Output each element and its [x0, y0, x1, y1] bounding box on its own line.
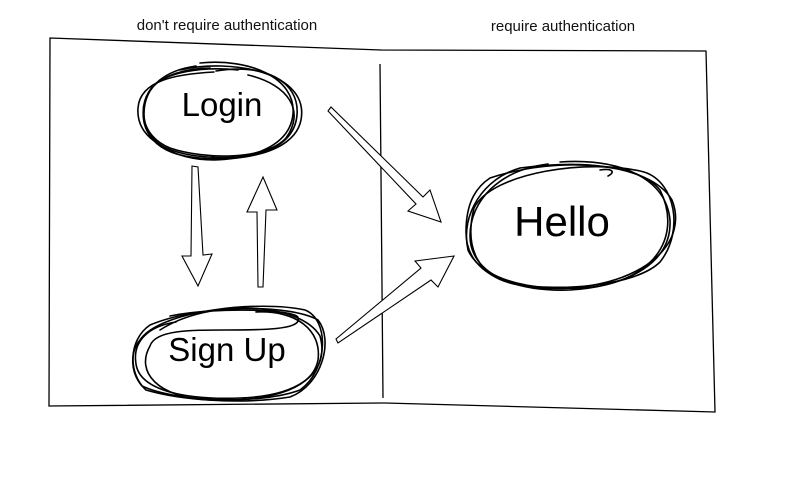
column-divider [379, 63, 384, 399]
diagram-frame [48, 37, 716, 413]
login-node[interactable]: Login [137, 61, 303, 161]
hello-label: Hello [514, 198, 610, 245]
signup-scribble-outline [131, 305, 326, 402]
hello-node[interactable]: Hello [465, 160, 677, 291]
left-column-header: don't require authentication [137, 17, 318, 34]
login-label: Login [182, 86, 263, 123]
arrow-signup-to-hello [335, 255, 455, 344]
hello-scribble-outline [465, 160, 677, 291]
signup-node[interactable]: Sign Up [131, 305, 326, 402]
right-column-header: require authentication [491, 18, 635, 35]
arrow-signup-to-login [246, 175, 278, 288]
arrow-login-to-hello [327, 106, 442, 223]
arrow-login-to-signup [181, 165, 213, 288]
login-scribble-outline [137, 61, 303, 161]
signup-label: Sign Up [168, 331, 285, 368]
